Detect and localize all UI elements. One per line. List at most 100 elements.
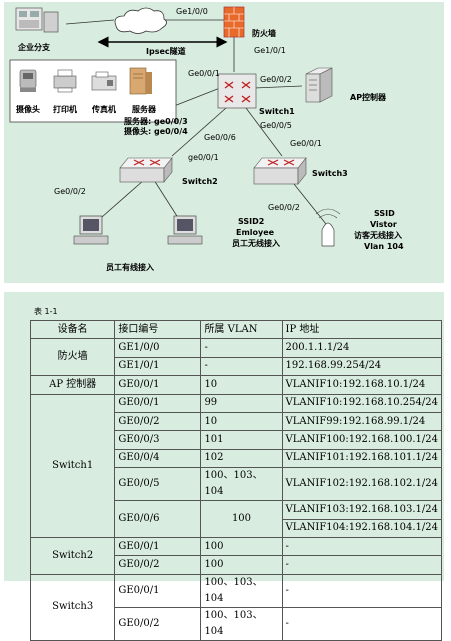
switch1-icon <box>217 73 257 109</box>
ssid-name: Vistor <box>370 220 397 229</box>
device-cell: Switch2 <box>29 536 116 575</box>
ip-cell: VLANIF102:192.168.102.1/24 <box>281 467 443 502</box>
ipsec-label: Ipsec隧道 <box>146 46 186 56</box>
link-branch-cloud <box>65 19 115 25</box>
network-diagram: 企业分支 Ipsec隧道 防火墙 Ge1/0/0 Ge1/0/1 摄像头 打印机… <box>9 6 404 272</box>
ssid-desc: 访客无线接入 <box>354 230 402 240</box>
ip-cell: VLANIF10:192.168.10.254/24 <box>281 393 443 413</box>
link-switch3-ap <box>293 183 327 225</box>
ap-controller-label: AP控制器 <box>350 92 387 102</box>
staff-wired-label: 员工有线接入 <box>106 262 154 272</box>
ip-cell: - <box>281 606 443 641</box>
port-cell: GE0/0/2 <box>114 411 202 432</box>
port-cell: GE0/0/1 <box>114 536 202 557</box>
switch2-label: Switch2 <box>182 177 218 186</box>
port-sw1-ge006: Ge0/0/6 <box>204 133 236 142</box>
wireless-ap-icon <box>315 208 341 247</box>
table-row: 防火墙 GE1/0/0 - 200.1.1.1/24 <box>29 338 443 377</box>
port-sw3-ge001: Ge0/0/1 <box>290 139 322 148</box>
port-cell: GE0/0/1 <box>114 393 202 413</box>
table-row: Switch2 GE0/0/1 100 - <box>29 536 443 575</box>
link-switch1-ap <box>253 85 303 89</box>
link-switch1-switch2 <box>171 107 227 157</box>
table-row: AP 控制器 GE0/0/1 10 VLANIF10:192.168.10.1/… <box>29 375 443 395</box>
ip-cell: VLANIF103:192.168.103.1/24 <box>281 500 443 520</box>
ip-cell: - <box>281 536 443 557</box>
switch3-label: Switch3 <box>312 169 348 178</box>
ip-cell: - <box>281 555 443 575</box>
printer-icon <box>53 69 77 93</box>
device-cell: Switch1 <box>29 393 116 538</box>
camera-icon <box>19 69 37 92</box>
vlan-cell: 10 <box>200 411 283 432</box>
device-cell: 防火墙 <box>29 338 116 377</box>
ssid2-name: Emloyee <box>236 228 275 237</box>
vlan-cell: 100 <box>200 536 283 557</box>
table-header-row: 设备名 接口编号 所属 VLAN IP 地址 <box>29 319 443 340</box>
ip-cell: - <box>281 573 443 608</box>
ip-cell: VLANIF104:192.168.104.1/24 <box>281 518 443 538</box>
port-cell: GE0/0/3 <box>114 430 202 450</box>
vlan-cell: 100 <box>200 555 283 575</box>
port-cell: GE0/0/1 <box>114 573 202 608</box>
vlan-cell: - <box>200 338 283 358</box>
ssid2-label: SSID2 <box>238 217 264 226</box>
port-sw1-ge001: Ge0/0/1 <box>188 69 220 78</box>
port-cell: GE1/0/1 <box>114 356 202 377</box>
vlan-cell: 100 <box>200 500 283 538</box>
internet-cloud-icon <box>114 7 167 34</box>
branch-office-icon <box>15 7 59 33</box>
vlan-cell: - <box>200 356 283 377</box>
device-cell: AP 控制器 <box>29 375 116 395</box>
table-row: Switch1 GE0/0/1 99 VLANIF10:192.168.10.2… <box>29 393 443 538</box>
port-fw-ge100: Ge1/0/0 <box>176 7 208 16</box>
fax-icon <box>91 71 117 91</box>
vlan-cell: 99 <box>200 393 283 413</box>
port-sw2-ge002: Ge0/0/2 <box>54 187 86 196</box>
vlan-cell: 102 <box>200 448 283 469</box>
server-icon <box>129 67 152 95</box>
link-switch1-switch3 <box>245 107 283 157</box>
port-cell: GE0/0/2 <box>114 555 202 575</box>
header-port: 接口编号 <box>114 319 202 340</box>
header-ip: IP 地址 <box>281 319 443 340</box>
table-caption: 表 1-1 <box>34 307 58 316</box>
port-cell: GE0/0/4 <box>114 448 202 469</box>
link-switch1-server <box>173 87 221 107</box>
vlan-cell: 100、103、104 <box>200 606 283 641</box>
ip-cell: VLANIF99:192.168.99.1/24 <box>281 411 443 432</box>
topology-panel: 企业分支 Ipsec隧道 防火墙 Ge1/0/0 Ge1/0/1 摄像头 打印机… <box>4 2 444 283</box>
vlan-cell: 100、103、104 <box>200 467 283 502</box>
ip-cell: 200.1.1.1/24 <box>281 338 443 358</box>
port-cell: GE0/0/6 <box>114 500 202 538</box>
pc-icon <box>73 215 109 245</box>
port-sw2-ge001: ge0/0/1 <box>188 153 219 162</box>
server-label: 服务器 <box>132 104 157 114</box>
port-fw-ge101: Ge1/0/1 <box>254 46 286 55</box>
pc-icon <box>167 215 203 245</box>
port-camera: 摄像头: ge0/0/4 <box>124 126 188 136</box>
switch1-label: Switch1 <box>259 107 295 116</box>
vlan-ip-table: 设备名 接口编号 所属 VLAN IP 地址 防火墙 GE1/0/0 - 200… <box>29 319 443 641</box>
table-row: GE0/0/5 100、103、104 VLANIF102:192.168.10… <box>31 467 443 502</box>
table-row: GE0/0/2 10 VLANIF99:192.168.99.1/24 <box>31 411 443 432</box>
firewall-icon <box>223 6 245 38</box>
device-cell: Switch3 <box>29 573 116 641</box>
firewall-label: 防火墙 <box>252 28 276 38</box>
table-row: Switch3 GE0/0/1 100、103、104 - <box>29 573 443 641</box>
ssid-label: SSID <box>374 209 395 218</box>
ip-cell: 192.168.99.254/24 <box>281 356 443 377</box>
vlan-cell: 100、103、104 <box>200 573 283 608</box>
port-cell: GE0/0/2 <box>114 606 202 641</box>
port-sw3-ge002: Ge0/0/2 <box>268 203 300 212</box>
table-row: GE0/0/2 100 - <box>31 555 443 575</box>
header-device: 设备名 <box>29 319 116 340</box>
port-sw1-ge002: Ge0/0/2 <box>260 75 292 84</box>
branch-label: 企业分支 <box>17 42 51 52</box>
port-server: 服务器: ge0/0/3 <box>124 116 188 126</box>
table-row: GE0/0/4 102 VLANIF101:192.168.101.1/24 <box>31 448 443 469</box>
header-vlan: 所属 VLAN <box>200 319 283 340</box>
camera-label: 摄像头 <box>16 104 40 114</box>
vlan-cell: 10 <box>200 375 283 395</box>
fax-label: 传真机 <box>91 104 116 114</box>
